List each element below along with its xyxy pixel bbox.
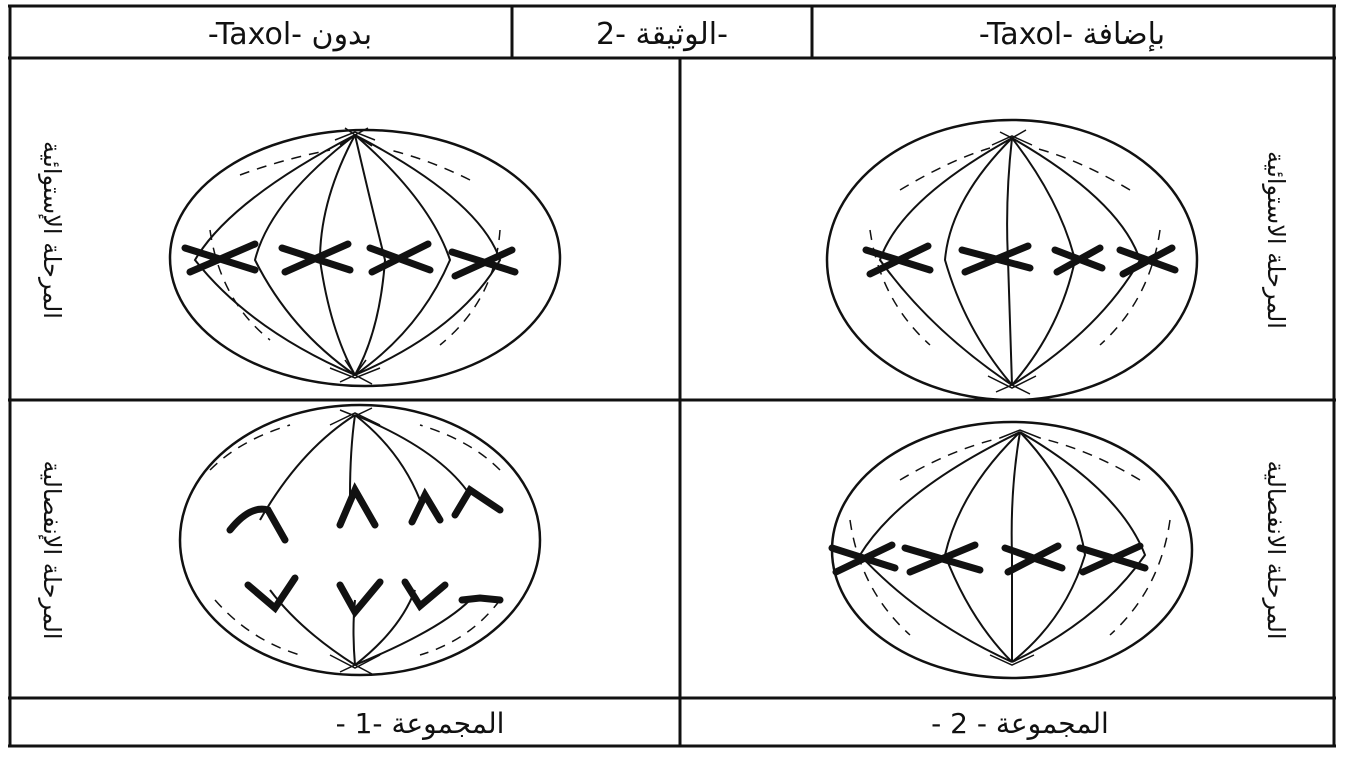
cell-anaphase-without-taxol bbox=[178, 403, 542, 677]
right-label-metaphase: المرحلة الاستوائية bbox=[1262, 151, 1290, 329]
table-frame bbox=[8, 4, 1336, 748]
header-left-label: -Taxol- بدون bbox=[208, 17, 372, 52]
left-label-anaphase: المرحلة الإنفصالية bbox=[38, 460, 66, 639]
footer-group-2: - 2 - المجموعة bbox=[931, 707, 1109, 740]
footer-group-1: - 1- المجموعة bbox=[336, 707, 505, 740]
cell-anaphase-with-taxol bbox=[828, 420, 1194, 680]
cell-metaphase-with-taxol bbox=[825, 118, 1199, 402]
cell-metaphase-without-taxol bbox=[168, 127, 562, 388]
left-label-metaphase: المرحلة الإستوائية bbox=[38, 141, 66, 319]
header-right-label: -Taxol- بإضافة bbox=[979, 17, 1165, 52]
header-center-title: الوثيقة -2- bbox=[596, 17, 728, 52]
right-label-anaphase: المرحلة الانفصالية bbox=[1262, 460, 1290, 639]
